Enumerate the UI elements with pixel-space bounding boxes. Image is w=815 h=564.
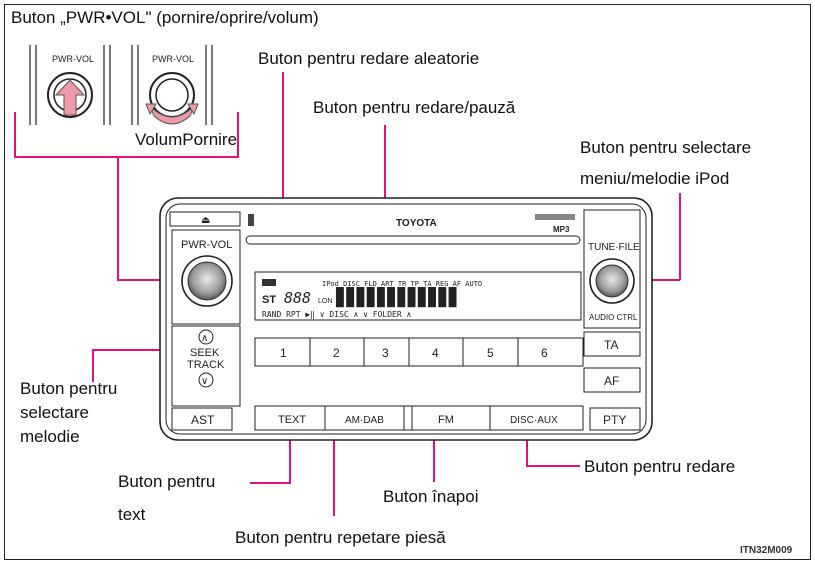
volum-pornire-label: VolumPornire bbox=[135, 130, 238, 149]
track-label: TRACK bbox=[187, 359, 225, 371]
mp3-badge: MP3 bbox=[553, 225, 570, 234]
display-top-indicators: IPod DISC FLD ART TR TP TA REG AF AUTO bbox=[322, 280, 482, 288]
display-bottom-indicators: RAND RPT ▶‖ ∨ DISC ∧ ∨ FOLDER ∧ bbox=[262, 310, 411, 319]
af-label: AF bbox=[604, 374, 619, 388]
preset-5[interactable]: 5 bbox=[487, 346, 494, 360]
display-chars: ▊▊▊▊▊▊▊▊▊▊▊▊ bbox=[335, 287, 459, 308]
inset-knob-press: PWR-VOL bbox=[29, 45, 111, 125]
back-button-label: Buton înapoi bbox=[383, 487, 479, 506]
ipod-select-label-line2: meniu/melodie iPod bbox=[580, 169, 730, 188]
display bbox=[254, 271, 582, 321]
tune-file-label: TUNE·FILE bbox=[588, 242, 640, 253]
preset-6[interactable]: 6 bbox=[541, 346, 548, 360]
ast-button[interactable] bbox=[171, 407, 233, 431]
text-button-label-line1: Buton pentru bbox=[118, 472, 216, 491]
preset-4[interactable]: 4 bbox=[432, 346, 439, 360]
fm-button[interactable]: FM bbox=[438, 414, 454, 426]
preset-1[interactable]: 1 bbox=[280, 346, 287, 360]
radio-unit: ⏏ PWR-VOL ∧ SEEK TRACK ∨ TOYOTA MP3 IPod… bbox=[159, 197, 653, 441]
push-arrow-icon bbox=[54, 79, 86, 116]
text-button[interactable]: TEXT bbox=[278, 414, 306, 426]
chevron-down-icon: ∨ bbox=[201, 376, 208, 387]
display-digits: 888 bbox=[284, 289, 311, 307]
preset-2[interactable]: 2 bbox=[333, 346, 340, 360]
inset-knob-turn: PWR-VOL bbox=[131, 45, 213, 125]
display-lon: LON bbox=[318, 298, 332, 305]
seek-down-button[interactable] bbox=[198, 372, 214, 388]
track-select-label-line1: Buton pentru bbox=[20, 379, 118, 398]
rotate-arrow-icon bbox=[149, 105, 195, 125]
display-st: ST bbox=[262, 294, 276, 306]
inset-knob-label-1: PWR-VOL bbox=[52, 54, 94, 64]
eject-button[interactable] bbox=[169, 211, 241, 227]
bottom-button-bar bbox=[254, 405, 584, 431]
eject-icon: ⏏ bbox=[201, 215, 210, 226]
disc-aux-button[interactable]: DISC·AUX bbox=[510, 415, 558, 426]
ast-label: AST bbox=[191, 413, 215, 427]
cd-logo-icon bbox=[248, 214, 254, 226]
ta-button[interactable] bbox=[583, 331, 641, 357]
preset-3[interactable]: 3 bbox=[382, 346, 389, 360]
play-pause-button-label: Buton pentru redare/pauză bbox=[313, 98, 516, 117]
random-button-label: Buton pentru redare aleatorie bbox=[258, 49, 480, 68]
pwr-vol-title-label: Buton „PWR•VOL" (pornire/oprire/volum) bbox=[11, 8, 319, 27]
seek-up-button[interactable] bbox=[198, 329, 214, 345]
preset-buttons: 1 2 3 4 5 6 bbox=[254, 337, 584, 367]
af-button[interactable] bbox=[583, 367, 641, 393]
play-button-label: Buton pentru redare bbox=[584, 457, 736, 476]
track-select-label-line3: melodie bbox=[20, 427, 80, 446]
inset-knob-label-2: PWR-VOL bbox=[152, 54, 194, 64]
am-dab-button[interactable]: AM·DAB bbox=[345, 415, 384, 426]
chevron-up-icon: ∧ bbox=[201, 333, 208, 344]
pty-label: PTY bbox=[603, 413, 626, 427]
pwr-vol-label: PWR-VOL bbox=[181, 239, 232, 251]
text-button-label-line2: text bbox=[118, 505, 146, 524]
pty-button[interactable] bbox=[589, 407, 641, 431]
brand-label: TOYOTA bbox=[396, 218, 437, 229]
figure-code: ITN32M009 bbox=[740, 545, 793, 556]
track-select-label-line2: selectare bbox=[20, 403, 89, 422]
ta-label: TA bbox=[604, 338, 618, 352]
seek-label: SEEK bbox=[190, 347, 220, 359]
cd-slot bbox=[245, 235, 581, 245]
audio-ctrl-label: AUDIO CTRL bbox=[589, 313, 638, 322]
repeat-button-label: Buton pentru repetare piesă bbox=[235, 528, 446, 547]
ipod-select-label-line1: Buton pentru selectare bbox=[580, 138, 752, 157]
